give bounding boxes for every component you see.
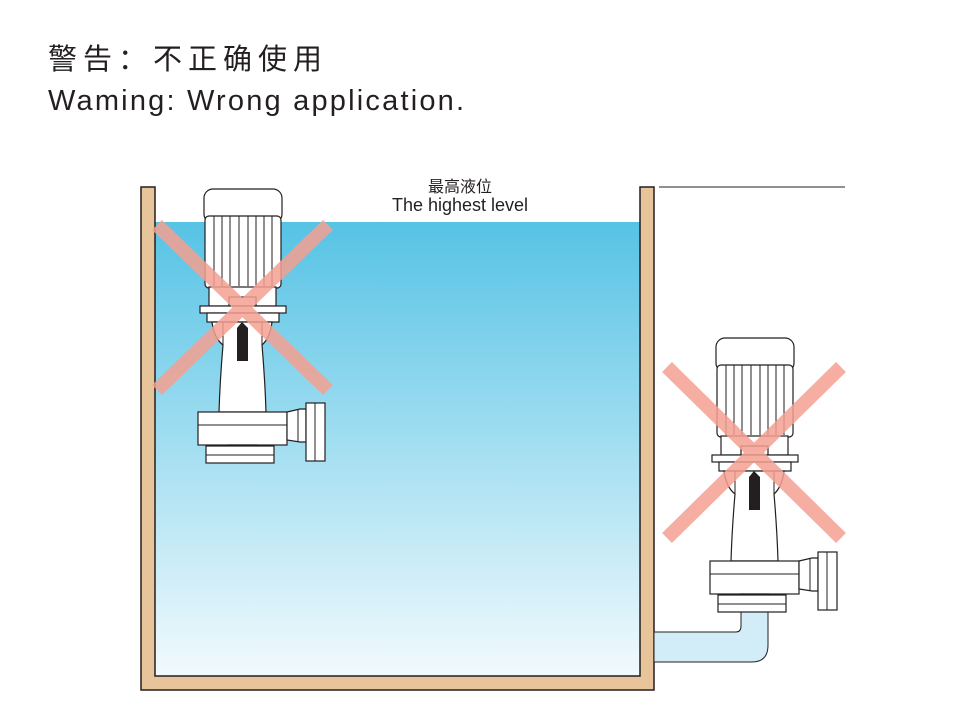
suction-pipe: [653, 609, 769, 663]
wrong-cross-icon: [152, 219, 333, 396]
warning-title-cn: 警告：不正确使用: [48, 42, 329, 76]
highest-level-label-en: The highest level: [391, 195, 529, 215]
warning-title-en: Waming: Wrong application.: [48, 85, 467, 117]
tank-wall: [140, 186, 655, 691]
highest-level-label-cn: 最高液位: [427, 177, 492, 196]
wrong-cross-icon: [662, 362, 846, 543]
